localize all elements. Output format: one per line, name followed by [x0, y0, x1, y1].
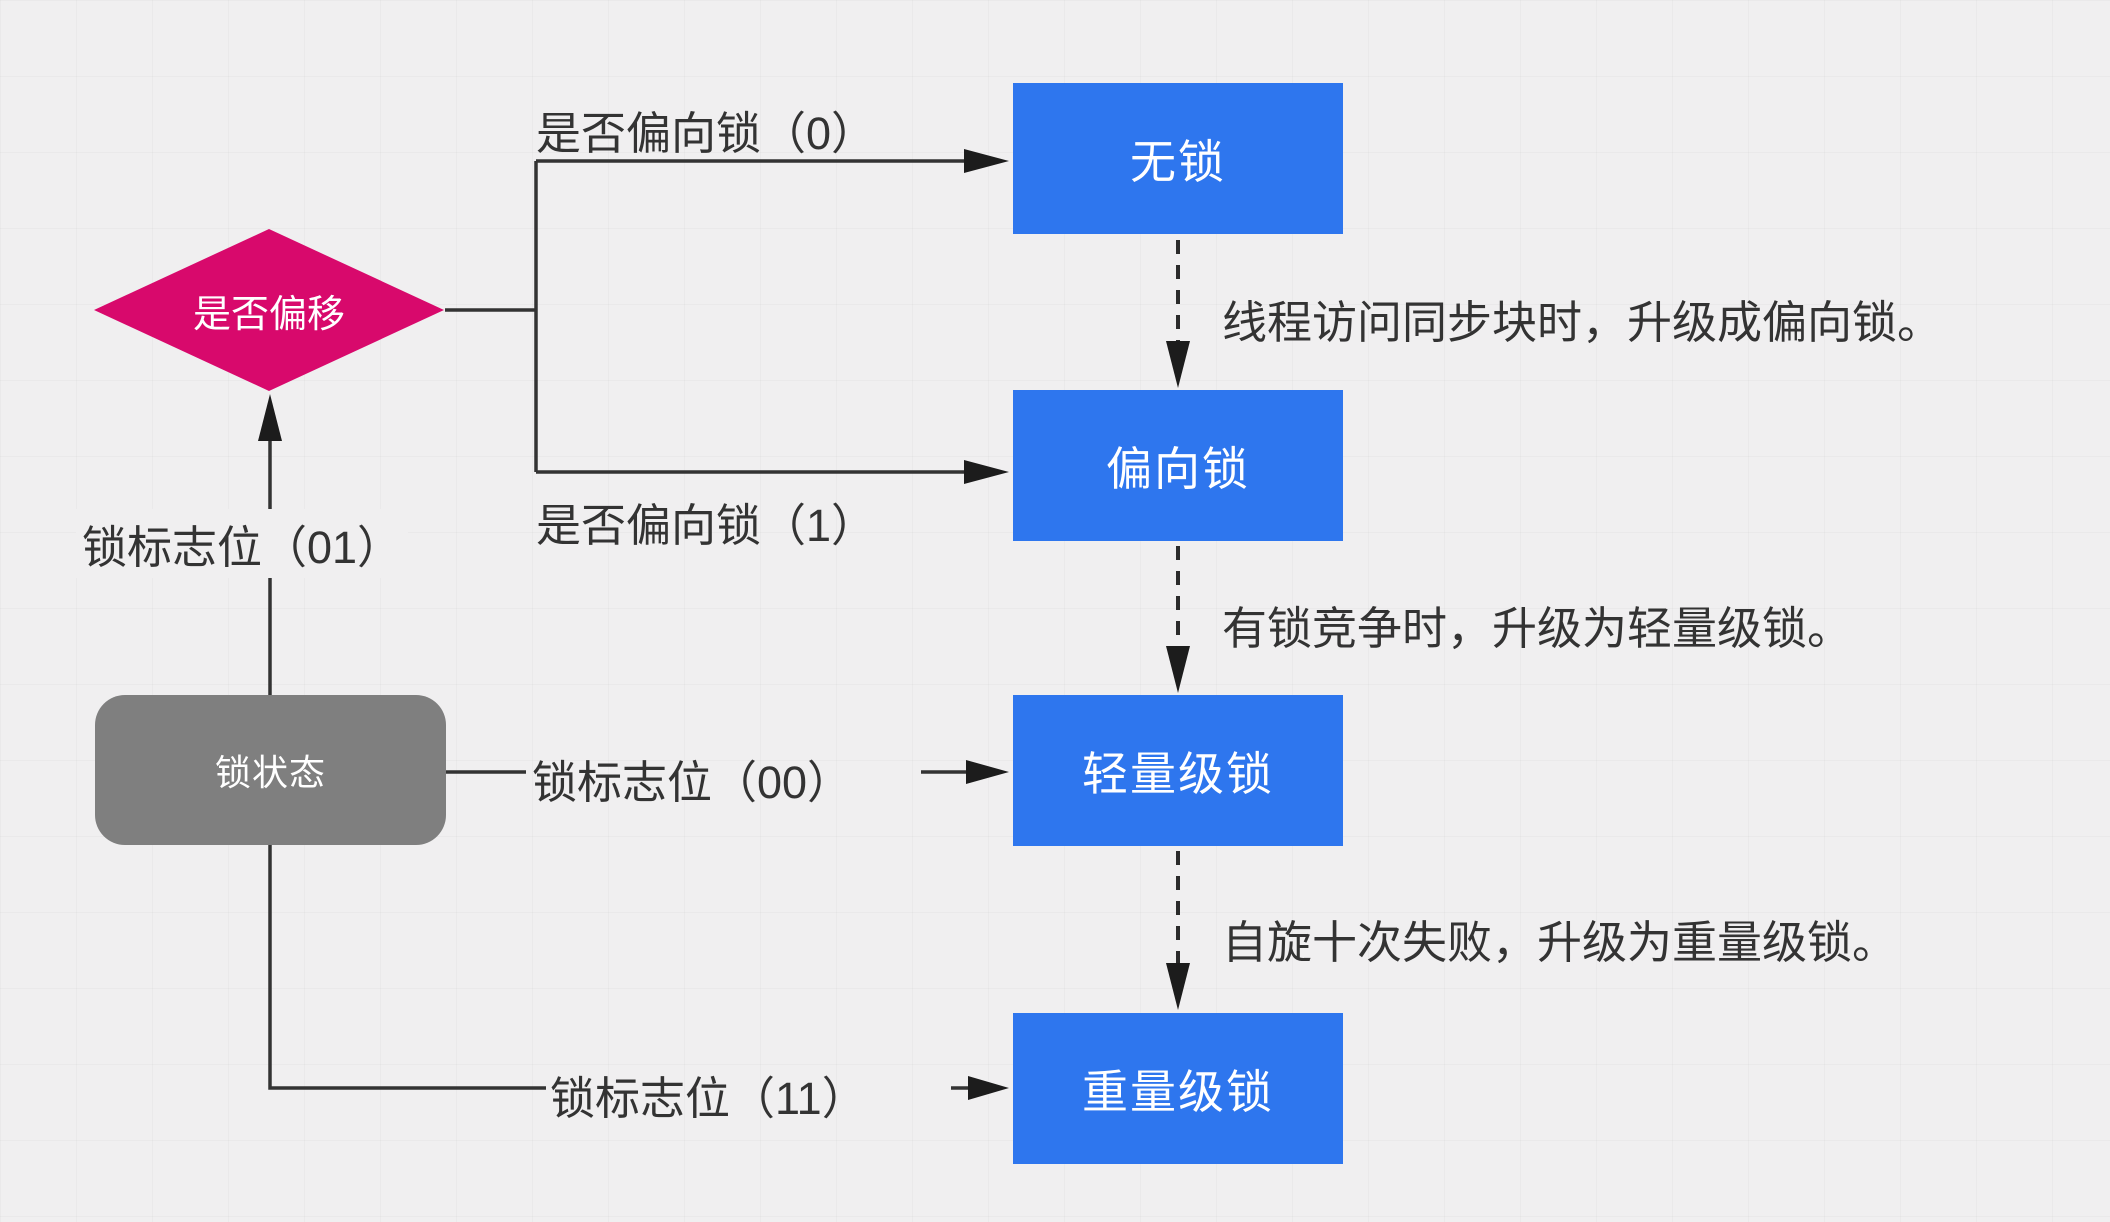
node-no-lock: 无锁 — [1013, 83, 1343, 234]
arrowhead-to-lightweight-lock — [966, 760, 1009, 784]
edge-label-is-biased-1: 是否偏向锁（1） — [536, 500, 877, 551]
edge-label-lock-flag-01: 锁标志位（01） — [76, 509, 409, 578]
arrowhead-dashed-1 — [1166, 341, 1190, 388]
arrowhead-dashed-3 — [1166, 963, 1190, 1010]
node-heavyweight-lock-label: 重量级锁 — [1082, 1065, 1274, 1118]
node-lock-state-label: 锁状态 — [214, 752, 326, 793]
node-no-lock-label: 无锁 — [1130, 135, 1226, 188]
arrowhead-to-biased-lock — [964, 460, 1009, 484]
edge-label-lock-flag-11: 锁标志位（11） — [550, 1073, 867, 1124]
node-decision-label: 是否偏移 — [192, 293, 345, 336]
annotation-upgrade-to-biased: 线程访问同步块时，升级成偏向锁。 — [1222, 297, 1943, 348]
node-heavyweight-lock: 重量级锁 — [1013, 1013, 1343, 1164]
node-lock-state: 锁状态 — [95, 695, 446, 845]
arrowhead-dashed-2 — [1166, 646, 1190, 693]
node-lightweight-lock: 轻量级锁 — [1013, 695, 1343, 846]
annotation-upgrade-to-lightweight: 有锁竞争时，升级为轻量级锁。 — [1222, 603, 1853, 654]
node-biased-lock-label: 偏向锁 — [1106, 442, 1250, 495]
arrowheads — [258, 149, 1190, 1100]
edge-label-is-biased-0: 是否偏向锁（0） — [536, 108, 877, 159]
node-lightweight-lock-label: 轻量级锁 — [1082, 747, 1274, 800]
arrowhead-to-no-lock — [964, 149, 1009, 173]
arrowhead-to-heavyweight-lock — [968, 1076, 1009, 1100]
arrowhead-to-decision — [258, 394, 282, 441]
node-biased-lock: 偏向锁 — [1013, 390, 1343, 541]
edge-line-state-flag11-left — [268, 845, 546, 1090]
edge-label-lock-flag-00: 锁标志位（00） — [532, 757, 853, 808]
annotation-upgrade-to-heavyweight: 自旋十次失败，升级为重量级锁。 — [1222, 917, 1898, 968]
